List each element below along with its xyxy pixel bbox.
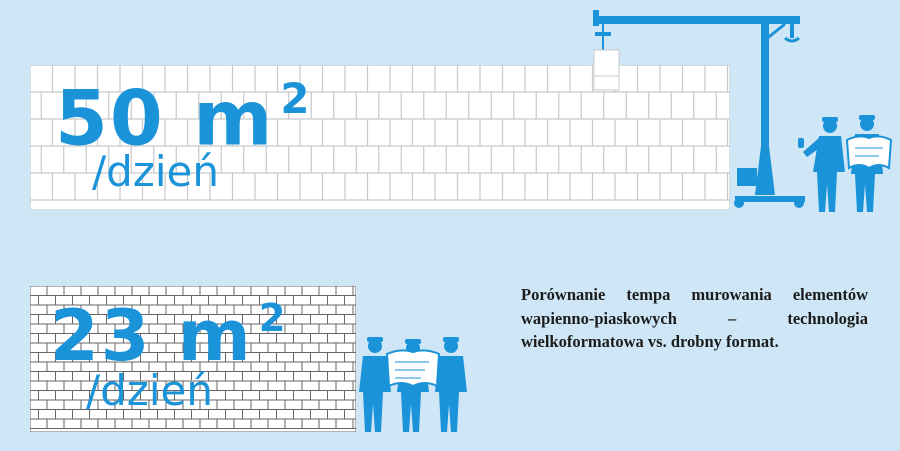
small-format-unit-power: 2 xyxy=(258,296,288,341)
small-brick-pattern xyxy=(30,286,356,432)
caption-text: Porównanie tempa murowania ele­mentów wa… xyxy=(521,285,868,351)
small-format-per-day: /dzień xyxy=(86,366,213,415)
workers-group-bottom xyxy=(355,332,475,441)
large-format-value: 50 m xyxy=(55,73,275,163)
small-format-wall xyxy=(30,286,356,432)
large-format-unit-power: 2 xyxy=(280,74,312,123)
large-format-per-day: /dzień xyxy=(92,147,219,196)
small-format-value: 23 m xyxy=(50,294,253,377)
crane-icon xyxy=(585,10,810,219)
workers-group-top xyxy=(795,112,895,226)
